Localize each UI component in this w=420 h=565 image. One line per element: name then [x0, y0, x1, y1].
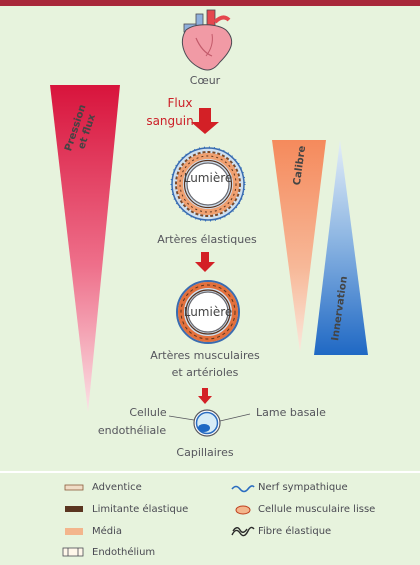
elastic-fiber-swatch — [231, 526, 255, 537]
legend-cellule-musc: Cellule musculaire lisse — [258, 504, 376, 515]
endothelial-cell-label-line2: endothéliale — [97, 424, 167, 437]
pressure-flow-gradient — [50, 85, 120, 412]
legend-fibre: Fibre élastique — [258, 526, 332, 537]
capillary-cross-section — [168, 409, 251, 437]
legend-nerf: Nerf sympathique — [258, 482, 348, 493]
flow-arrows — [191, 108, 219, 404]
legend-media: Média — [92, 526, 123, 537]
capillaries-label: Capillaires — [176, 446, 234, 459]
endothelial-cell-label-line1: Cellule — [129, 406, 167, 419]
innervation-gradient — [314, 140, 368, 355]
caliber-gradient — [272, 140, 326, 352]
heart-label: Cœur — [189, 74, 221, 87]
endothelium-swatch — [62, 547, 84, 557]
basal-lamina-label: Lame basale — [256, 406, 326, 419]
flow-arrow-1 — [191, 108, 219, 134]
lumen-label-small: Lumière — [183, 305, 233, 319]
legend-limitante: Limitante élastique — [92, 504, 189, 515]
nerve-swatch — [231, 485, 255, 493]
flow-arrow-2 — [195, 252, 215, 272]
limitante-swatch — [65, 506, 83, 512]
flow-label-line2: sanguin — [146, 114, 194, 128]
smooth-muscle-swatch — [235, 505, 251, 515]
adventice-swatch — [64, 484, 84, 491]
legend-adventice: Adventice — [92, 482, 142, 493]
heart-icon — [182, 9, 233, 71]
legend-swatches — [62, 484, 255, 557]
elastic-artery-cross-section — [170, 146, 246, 222]
media-swatch — [65, 528, 83, 535]
muscular-artery-cross-section — [176, 280, 240, 344]
legend-endothelium: Endothélium — [92, 547, 156, 558]
muscular-arteries-label-line1: Artères musculaires — [150, 349, 260, 362]
lumen-label-large: Lumière — [183, 171, 233, 185]
muscular-arteries-label-line2: et artérioles — [171, 366, 239, 379]
elastic-arteries-label: Artères élastiques — [157, 233, 257, 246]
flow-arrow-3 — [198, 388, 212, 404]
top-accent-bar — [0, 0, 420, 6]
flow-label-line1: Flux — [167, 96, 193, 110]
